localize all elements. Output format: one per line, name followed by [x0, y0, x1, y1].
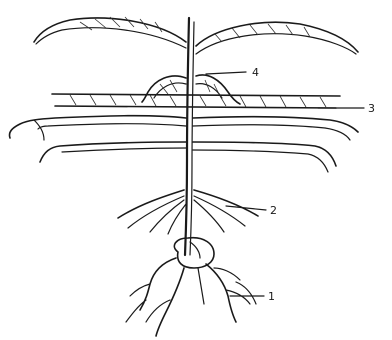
leader-line-4	[206, 72, 246, 74]
label-4: 4	[252, 66, 259, 79]
top-leaf-left	[34, 17, 186, 48]
label-2: 2	[270, 204, 277, 217]
top-leaf-right	[196, 22, 358, 54]
label-3: 3	[368, 102, 375, 115]
main-stem	[185, 18, 194, 255]
label-1: 1	[268, 290, 275, 303]
lower-leaf-left	[40, 142, 186, 162]
middle-leaf-left	[9, 116, 186, 140]
horizontal-leaf-band	[52, 94, 340, 108]
middle-leaf-right	[193, 117, 358, 140]
lower-leaf-whorl	[118, 190, 258, 234]
lower-leaf-right	[193, 142, 336, 172]
seed-and-roots	[126, 238, 256, 336]
upper-middle-leaves	[142, 75, 240, 104]
